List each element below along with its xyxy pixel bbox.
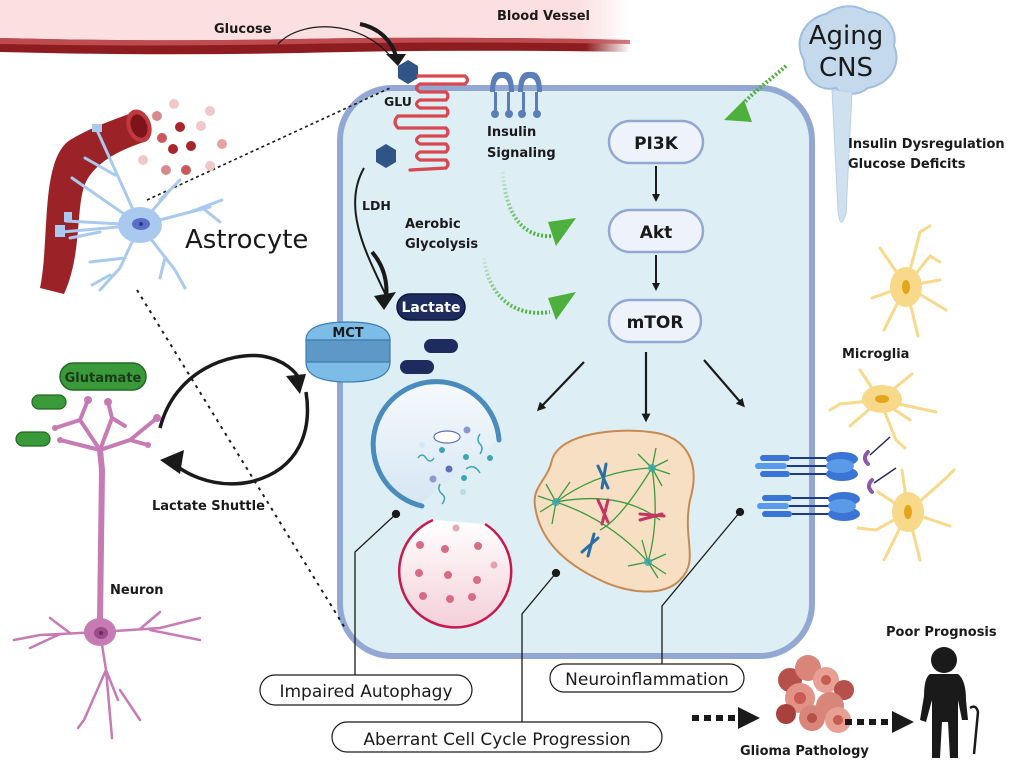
glut-label: GLU	[384, 94, 412, 109]
neuron-label: Neuron	[110, 583, 164, 598]
aging-signal-arrow	[738, 64, 788, 110]
mct-transporter: MCT	[305, 321, 391, 383]
glutamate-pill	[59, 362, 147, 391]
glucose-label: Glucose	[214, 22, 272, 37]
ldh-label: LDH	[362, 198, 391, 213]
aging-signal-arrow-head	[724, 100, 752, 122]
outcome-autophagy-label: Impaired Autophagy	[279, 682, 452, 702]
microglia-label: Microglia	[842, 347, 909, 362]
insulin-label-1: Insulin	[487, 125, 536, 140]
insulin-dysregulation-label: Insulin Dysregulation	[848, 137, 1005, 152]
insulin-receptor	[490, 71, 542, 118]
pi3k-node	[607, 119, 705, 165]
lactate-pill	[396, 293, 466, 321]
aerobic-glycolysis-label-1: Aerobic	[405, 217, 461, 232]
glucose-arrow-thick	[359, 22, 398, 57]
lactate-small-2	[400, 360, 434, 374]
insulin-signal-arrow	[501, 171, 553, 239]
outcome-neuroinflammation-label: Neuroinflammation	[565, 670, 729, 690]
outcome-neuroinflammation: Neuroinflammation	[549, 663, 745, 693]
astrocyte-vessel: Astrocyte	[40, 99, 308, 294]
lysosome-membrane	[398, 518, 513, 629]
glucose-deficits-label: Glucose Deficits	[848, 157, 966, 172]
glutamate-small-2	[15, 431, 51, 447]
callout-lines	[354, 507, 745, 722]
lactate-small-1	[424, 339, 458, 353]
outcome-autophagy: Impaired Autophagy	[259, 674, 473, 706]
glucose-arrow-head	[386, 54, 406, 66]
mct-label: MCT	[332, 326, 363, 341]
mtor-label: mTOR	[627, 313, 684, 333]
outcome-cell-cycle-label: Aberrant Cell Cycle Progression	[363, 730, 630, 750]
astrocyte-label: Astrocyte	[185, 225, 308, 255]
glycolysis-signal-arrow-head	[548, 292, 576, 320]
zoom-line-bottom	[136, 289, 346, 629]
spinal-cord-icon	[831, 89, 853, 223]
lysosome	[398, 518, 513, 629]
microglia-cell-1	[870, 224, 948, 338]
neuron	[12, 396, 202, 740]
ldh-arrow-head	[374, 292, 396, 310]
insulin-label-2: Signaling	[487, 146, 556, 161]
mitotic-cell	[533, 429, 695, 593]
microglia-cell-2	[828, 368, 938, 450]
mtor-to-autophagy-arrow	[536, 361, 585, 412]
autophagosome	[370, 379, 502, 509]
lactate-molecule: Lactate	[396, 293, 466, 374]
outcome-cell-cycle: Aberrant Cell Cycle Progression	[331, 721, 663, 753]
mitochondrion-icon	[433, 430, 461, 444]
ldh-arrow	[354, 167, 389, 301]
akt-label: Akt	[640, 223, 673, 243]
aging-label: Aging	[809, 21, 884, 51]
glioma-label: Glioma Pathology	[740, 744, 869, 759]
brain-icon	[798, 5, 898, 95]
glutamate-label: Glutamate	[65, 371, 142, 386]
prognosis-label: Poor Prognosis	[886, 625, 997, 640]
glutamate-group: Glutamate	[15, 362, 147, 447]
vessel-wall-highlight	[0, 37, 630, 46]
glucose-arrow-thin	[277, 26, 393, 59]
zoom-line-top	[146, 87, 391, 201]
glut-transporter: GLU	[376, 60, 470, 172]
glutamate-small-1	[31, 394, 67, 410]
glioma-tumor-icon	[776, 655, 854, 733]
blood-vessel: Blood Vessel Glucose	[0, 0, 630, 66]
lactate-label: Lactate	[402, 300, 461, 316]
lactate-shuttle-loop	[158, 353, 310, 486]
akt-node	[607, 208, 705, 254]
capillary-segment	[40, 112, 144, 294]
aerobic-glycolysis-label-2: Glycolysis	[405, 237, 478, 252]
blood-vessel-label: Blood Vessel	[497, 9, 590, 24]
glioma-progression: Glioma Pathology Poor Prognosis	[692, 625, 997, 759]
blood-cells	[138, 99, 227, 175]
lactate-shuttle-label: Lactate Shuttle	[152, 499, 265, 514]
autophagosome-membrane	[370, 379, 502, 509]
mtor-to-inflammation-arrow	[703, 359, 745, 408]
cns-label: CNS	[819, 53, 873, 83]
glycolysis-signal-arrow	[482, 257, 551, 315]
aging-brain: Aging CNS Insulin Dysregulation Glucose …	[724, 5, 1005, 223]
microglia-cell-3	[856, 468, 956, 562]
elderly-person-icon	[920, 647, 980, 758]
vessel-lumen	[0, 0, 630, 42]
glucose-hexagon-outside	[398, 60, 418, 84]
insulin-signal-arrow-head	[548, 218, 576, 246]
mtor-node	[607, 298, 703, 344]
microglia-group: Microglia	[828, 224, 956, 562]
pathway: PI3K Akt mTOR	[536, 119, 745, 423]
immune-receptors	[755, 436, 897, 521]
pi3k-label: PI3K	[634, 134, 679, 154]
glucose-hexagon-inside	[376, 144, 396, 168]
